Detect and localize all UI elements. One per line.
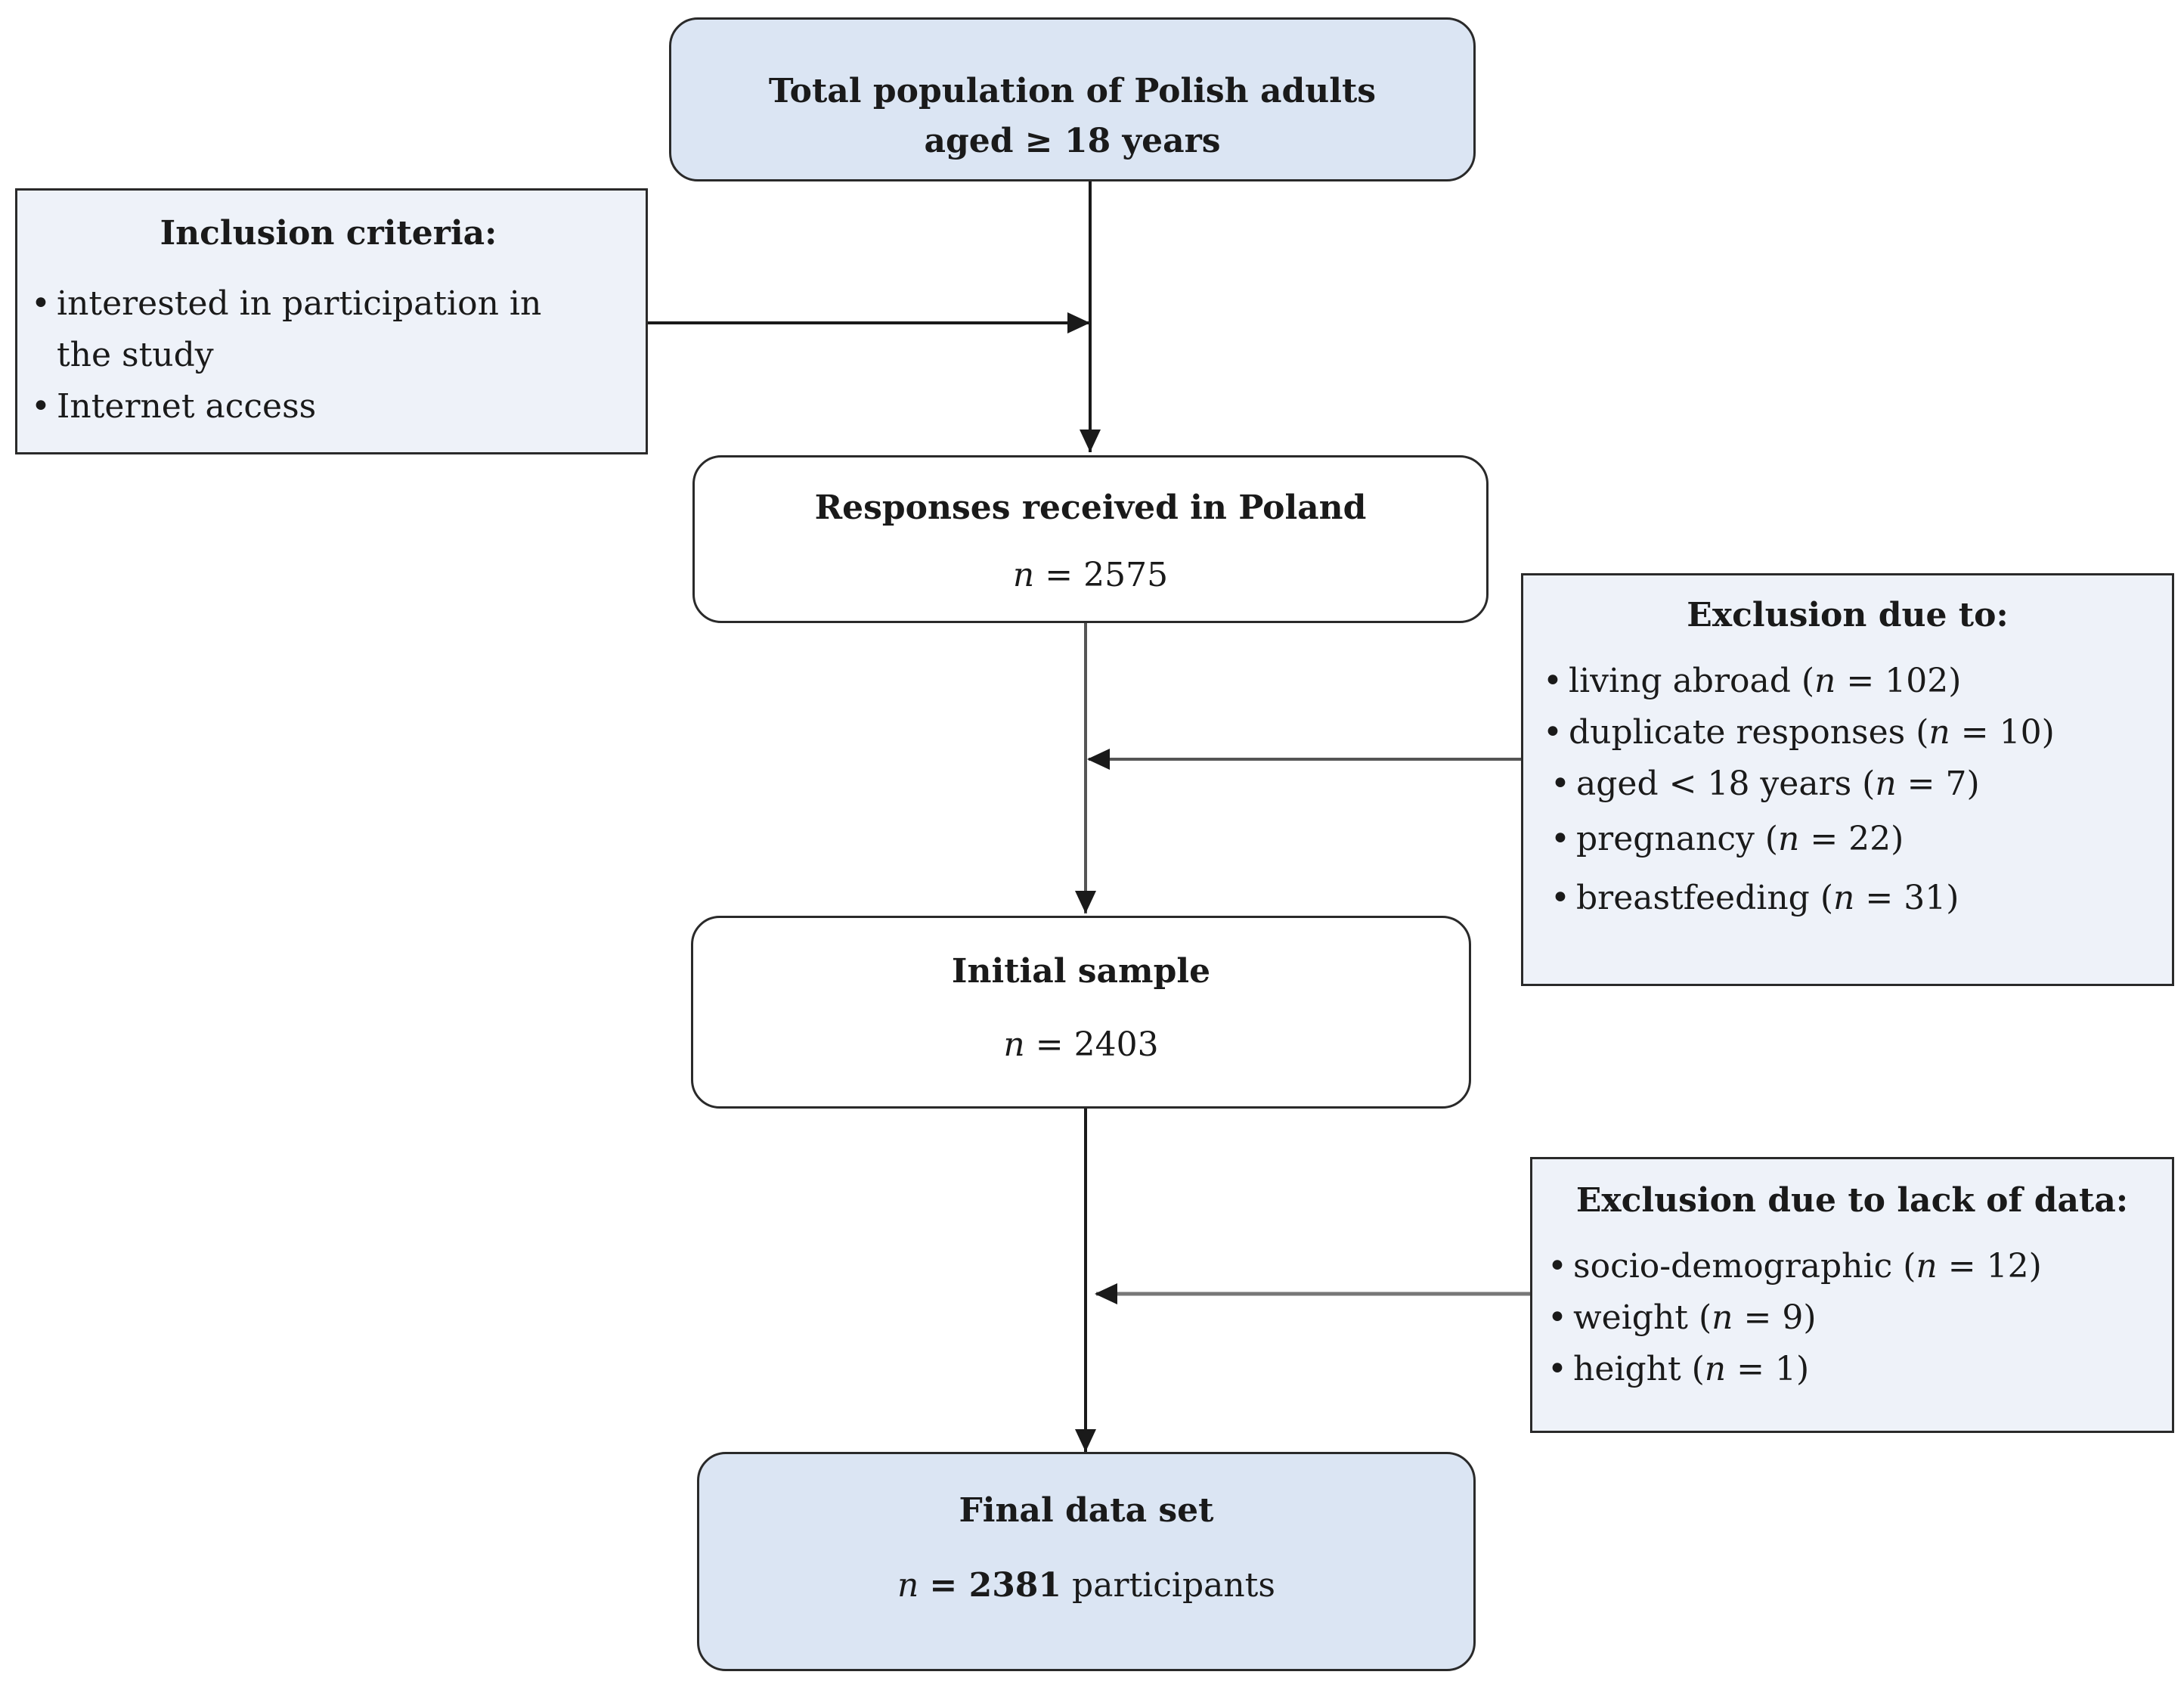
responses-count: n = 2575	[695, 553, 1486, 598]
n-value: = 9	[1743, 1298, 1804, 1337]
inclusion-list: interested in participation in the study…	[26, 278, 623, 433]
population-line1: Total population of Polish adults	[768, 72, 1377, 110]
n-label: n	[1012, 556, 1035, 594]
n-label: n	[1704, 1350, 1727, 1388]
final-suffix: participants	[1072, 1566, 1275, 1605]
n-value: = 2381	[929, 1566, 1062, 1605]
final-data-box: Final data set n = 2381 participants	[697, 1452, 1476, 1671]
n-label: n	[1928, 713, 1950, 752]
exclusion-item-text: aged < 18 years	[1576, 765, 1852, 803]
lack-item-text: height	[1573, 1350, 1681, 1388]
lack-of-data-box: Exclusion due to lack of data: socio-dem…	[1530, 1157, 2174, 1433]
inclusion-item-text: interested in participation in the study	[57, 284, 542, 374]
n-label: n	[1833, 879, 1855, 917]
population-line2: aged ≥ 18 years	[924, 122, 1221, 160]
arrowhead-left-1	[1087, 749, 1110, 770]
n-value: = 22	[1810, 820, 1891, 858]
n-value: = 12	[1947, 1247, 2029, 1286]
exclusion-item-text: duplicate responses	[1569, 713, 1906, 752]
exclusion-title: Exclusion due to:	[1687, 596, 2009, 634]
initial-sample-box: Initial sample n = 2403	[691, 916, 1471, 1109]
final-count: n = 2381 participants	[699, 1563, 1473, 1608]
n-label: n	[1916, 1247, 1938, 1286]
lack-list: socio-demographic (n = 12) weight (n = 9…	[1543, 1241, 2157, 1395]
exclusion-item-text: breastfeeding	[1576, 879, 1810, 917]
lack-item: weight (n = 9)	[1543, 1292, 2157, 1344]
arrowhead-right-1	[1067, 312, 1090, 333]
n-label: n	[1777, 820, 1800, 858]
exclusion-item: pregnancy (n = 22)	[1546, 810, 2157, 869]
final-title: Final data set	[959, 1491, 1214, 1530]
exclusion-item: aged < 18 years (n = 7)	[1546, 758, 2157, 810]
inclusion-item: interested in participation in the study	[26, 278, 623, 381]
population-box: Total population of Polish adults aged ≥…	[669, 17, 1476, 181]
exclusion-list: living abroad (n = 102) duplicate respon…	[1538, 656, 2157, 928]
initial-title: Initial sample	[951, 952, 1211, 991]
n-label: n	[1814, 662, 1836, 700]
exclusion-item: breastfeeding (n = 31)	[1546, 869, 2157, 928]
lack-item-text: socio-demographic	[1573, 1247, 1893, 1286]
n-value: = 1	[1736, 1350, 1796, 1388]
lack-item: socio-demographic (n = 12)	[1543, 1241, 2157, 1292]
n-value: = 10	[1960, 713, 2042, 752]
lack-item: height (n = 1)	[1543, 1344, 2157, 1395]
n-value: = 102	[1846, 662, 1949, 700]
n-value: = 2403	[1035, 1025, 1159, 1064]
exclusion-box: Exclusion due to: living abroad (n = 102…	[1521, 573, 2174, 986]
inclusion-title: Inclusion criteria:	[160, 214, 497, 253]
inclusion-item-text: Internet access	[57, 387, 317, 426]
n-label: n	[897, 1566, 919, 1605]
n-value: = 7	[1907, 765, 1967, 803]
arrowhead-down-3	[1075, 1429, 1096, 1452]
exclusion-item-text: living abroad	[1569, 662, 1791, 700]
arrowhead-down-1	[1080, 430, 1101, 452]
exclusion-item: living abroad (n = 102)	[1538, 656, 2157, 707]
lack-title: Exclusion due to lack of data:	[1575, 1181, 2129, 1220]
n-label: n	[1875, 765, 1897, 803]
initial-count: n = 2403	[693, 1022, 1469, 1068]
exclusion-item: duplicate responses (n = 10)	[1538, 707, 2157, 758]
inclusion-item: Internet access	[26, 381, 623, 433]
inclusion-box: Inclusion criteria: interested in partic…	[15, 188, 648, 454]
n-value: = 2575	[1045, 556, 1169, 594]
exclusion-item-text: pregnancy	[1576, 820, 1755, 858]
lack-item-text: weight	[1573, 1298, 1688, 1337]
arrowhead-left-2	[1095, 1283, 1117, 1304]
responses-box: Responses received in Poland n = 2575	[692, 455, 1489, 623]
n-label: n	[1003, 1025, 1025, 1064]
n-label: n	[1712, 1298, 1733, 1337]
n-value: = 31	[1865, 879, 1947, 917]
arrowhead-down-2	[1075, 891, 1096, 913]
responses-title: Responses received in Poland	[814, 488, 1367, 527]
